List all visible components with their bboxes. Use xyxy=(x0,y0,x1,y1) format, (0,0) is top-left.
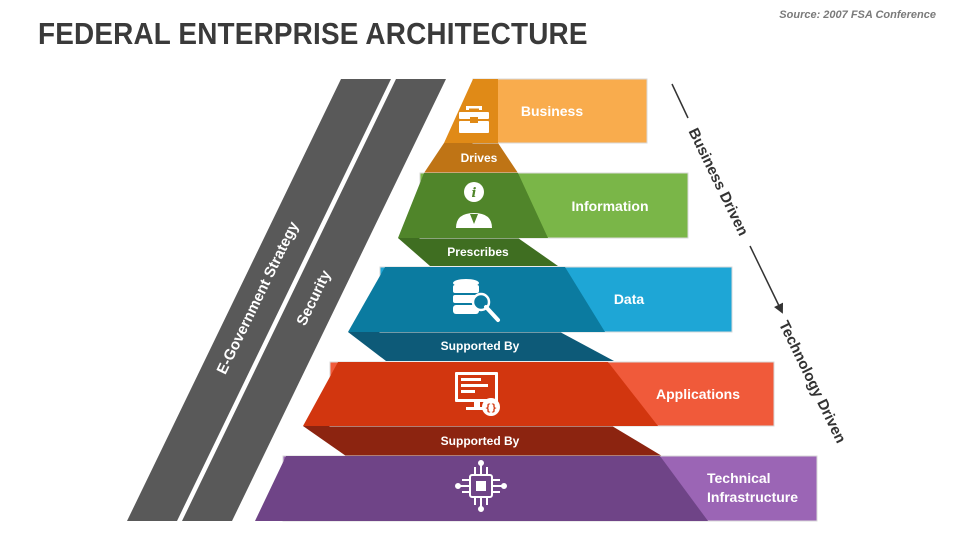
connector-supported-by-1: Supported By xyxy=(348,332,614,361)
layer-information: Information i xyxy=(398,172,689,239)
connector-label: Prescribes xyxy=(447,245,509,259)
layer-label: Applications xyxy=(656,386,740,402)
layer-label-line2: Infrastructure xyxy=(707,489,798,505)
layer-label: Information xyxy=(572,198,649,214)
svg-text:{}: {} xyxy=(485,403,497,414)
info-person-icon: i xyxy=(456,182,492,228)
connector-label: Supported By xyxy=(441,339,520,353)
connector-label: Drives xyxy=(461,151,498,165)
technology-driven-label: Technology Driven xyxy=(775,318,849,446)
layer-business: Business xyxy=(444,78,648,144)
chip-icon xyxy=(455,460,507,512)
layer-data: Data xyxy=(348,266,733,333)
page-title: FEDERAL ENTERPRISE ARCHITECTURE xyxy=(38,16,588,51)
business-driven-label: Business Driven xyxy=(685,125,752,238)
layer-label: Business xyxy=(521,103,583,119)
connector-label: Supported By xyxy=(441,434,520,448)
monitor-code-icon: {} xyxy=(455,372,500,416)
layer-label-line1: Technical xyxy=(707,470,771,486)
flow-arrow xyxy=(749,245,784,314)
briefcase-icon xyxy=(459,106,489,133)
connector-drives: Drives xyxy=(424,143,518,173)
connector-prescribes: Prescribes xyxy=(398,238,558,266)
layer-label: Technical Infrastructure xyxy=(707,470,798,505)
security-bar: Security xyxy=(182,79,446,521)
flow-line-top xyxy=(671,83,689,119)
database-search-icon xyxy=(453,279,500,322)
layer-label: Data xyxy=(614,291,645,307)
svg-text:i: i xyxy=(472,186,477,201)
layer-applications: Applications {} xyxy=(303,361,775,427)
connector-supported-by-2: Supported By xyxy=(303,426,662,456)
source-note: Source: 2007 FSA Conference xyxy=(779,9,936,21)
layer-technical-infrastructure: Technical Infrastructure xyxy=(255,455,818,522)
